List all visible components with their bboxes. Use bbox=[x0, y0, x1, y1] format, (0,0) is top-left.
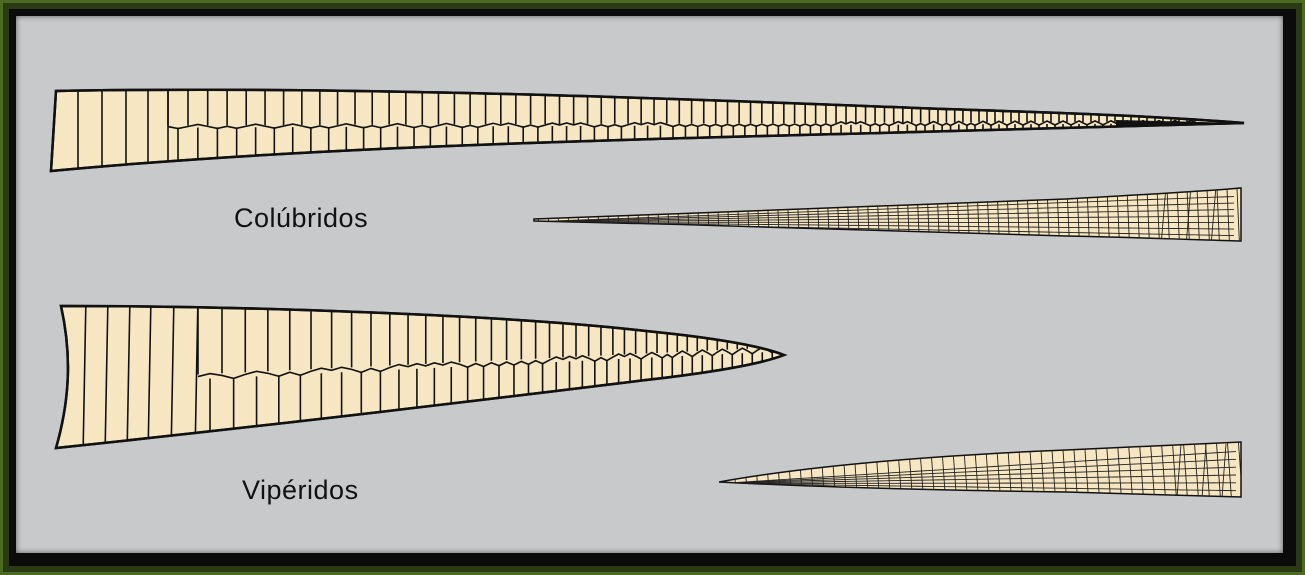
diagram-panel: Colúbridos Vipéridos bbox=[16, 16, 1283, 553]
viperidos-label: Vipéridos bbox=[242, 475, 359, 506]
colubridos-label: Colúbridos bbox=[234, 203, 368, 234]
viperid-tail-ventral bbox=[56, 296, 784, 456]
viperid-tail-dorsal bbox=[719, 436, 1243, 506]
colubrid-tail-dorsal bbox=[534, 166, 1241, 256]
tail-scales-diagram bbox=[16, 16, 1283, 553]
colubrid-tail-ventral bbox=[51, 76, 1244, 186]
